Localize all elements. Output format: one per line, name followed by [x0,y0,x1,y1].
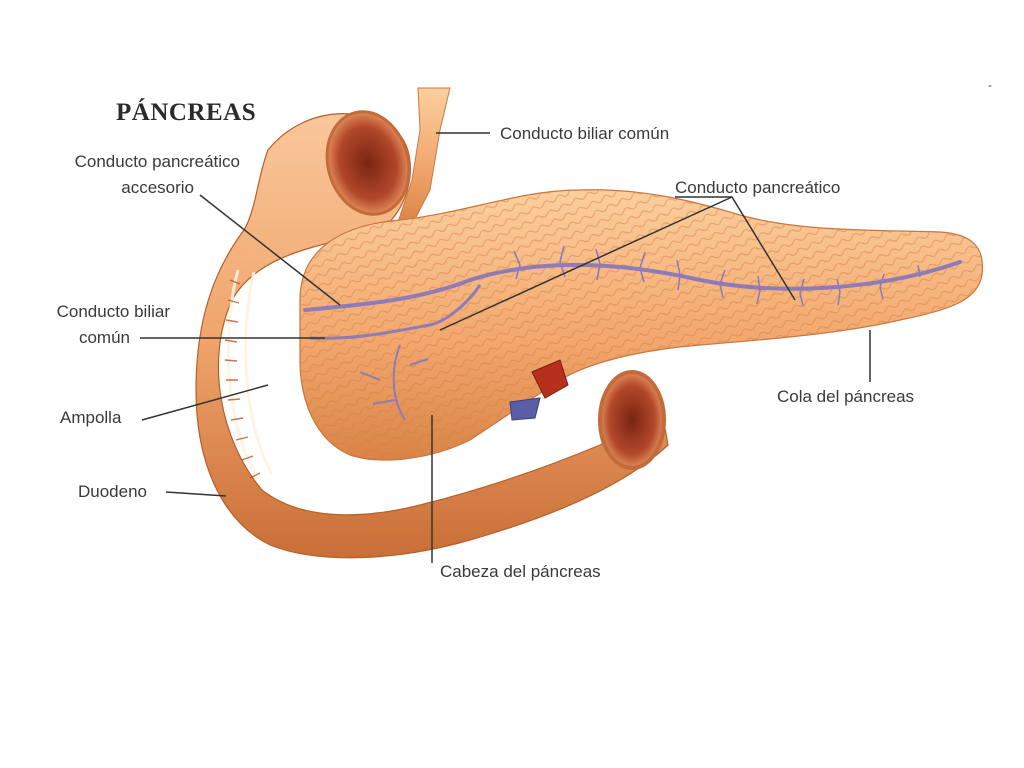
label-common-bile-duct-top: Conducto biliar común [500,124,670,143]
label-accessory-pancreatic-duct-line2: accesorio [121,178,194,197]
duodenal-folds [226,269,274,481]
jejunum-lumen [598,370,666,470]
label-accessory-pancreatic-duct-line1: Conducto pancreático [74,152,240,171]
label-pancreas-head: Cabeza del páncreas [440,562,601,581]
accessory-duct [309,284,482,340]
vessel-red [531,359,569,399]
diagram-title: PÁNCREAS [116,99,257,126]
label-duodenum: Duodeno [78,482,148,501]
pancreatic-duct-branches [513,245,921,307]
label-common-bile-duct-line2: común [78,328,130,347]
vessel-blue [509,397,541,421]
corner-mark: - [988,78,992,92]
label-ampulla: Ampolla [60,408,122,427]
label-pancreatic-duct: Conducto pancreático [675,178,841,197]
pancreatic-duct [303,260,962,312]
head-duct-branches [359,344,429,421]
leader-lines [140,132,871,563]
duodenum-upper-lumen [325,110,411,216]
label-pancreas-tail: Cola del páncreas [777,387,915,406]
label-common-bile-duct-line1: Conducto biliar [56,302,170,321]
